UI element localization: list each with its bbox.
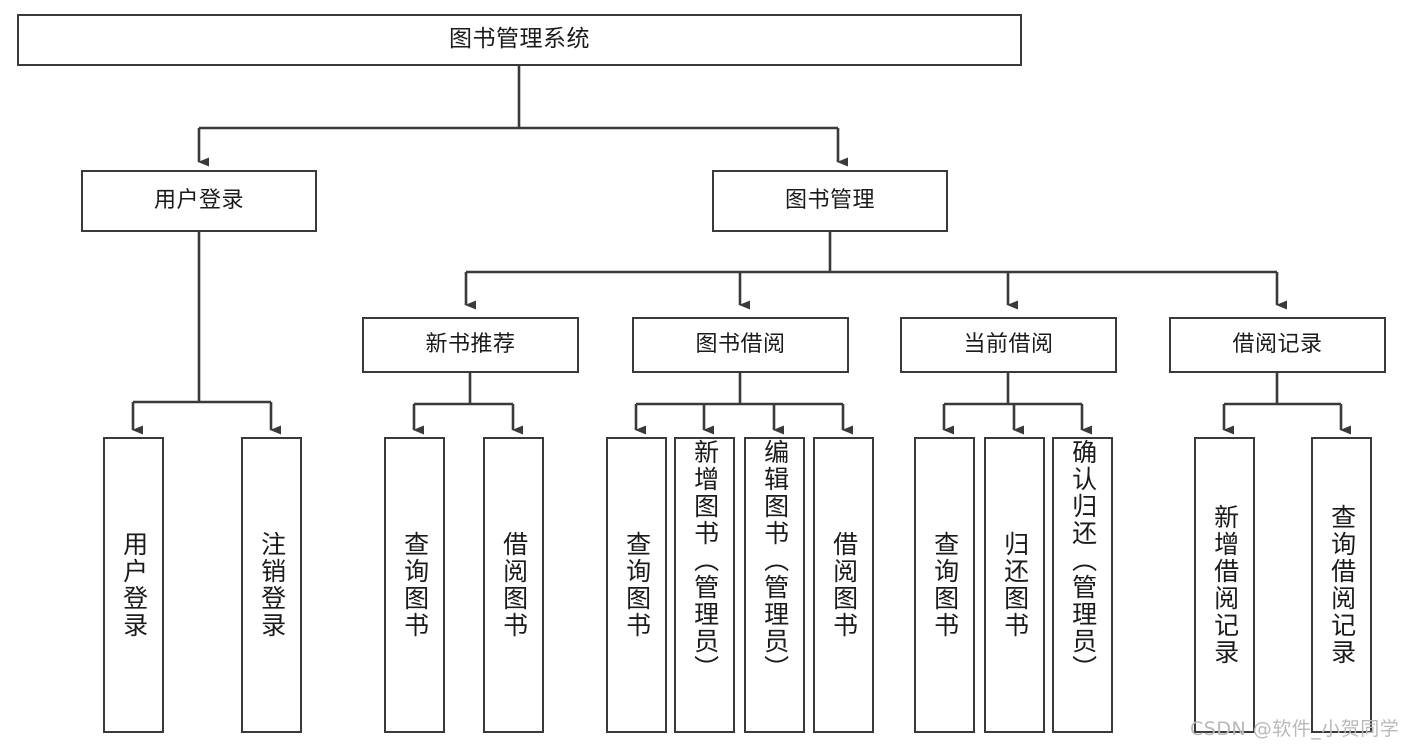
leaf-user-login-label: 用户登录 xyxy=(119,531,149,639)
node-book-borrow-label: 图书借阅 xyxy=(695,332,786,358)
leaf-query-book-1[interactable]: 查询图书 xyxy=(384,437,445,733)
node-borrow-record[interactable]: 借阅记录 xyxy=(1169,317,1386,373)
leaf-query-record[interactable]: 查询借阅记录 xyxy=(1311,437,1372,733)
leaf-return-book[interactable]: 归还图书 xyxy=(984,437,1045,733)
leaf-query-book-2[interactable]: 查询图书 xyxy=(606,437,667,733)
leaf-borrow-book-2-label: 借阅图书 xyxy=(829,531,859,639)
node-root-label: 图书管理系统 xyxy=(449,26,590,53)
leaf-query-book-2-label: 查询图书 xyxy=(622,531,652,639)
node-borrow-record-label: 借阅记录 xyxy=(1232,332,1323,358)
leaf-borrow-book-2[interactable]: 借阅图书 xyxy=(813,437,874,733)
leaf-query-book-3-label: 查询图书 xyxy=(930,531,960,639)
leaf-add-book[interactable]: 新增图书（管理员） xyxy=(674,437,735,733)
leaf-return-book-label: 归还图书 xyxy=(1000,531,1030,639)
watermark: CSDN @软件_小贺同学 xyxy=(1190,718,1400,740)
node-book-borrow[interactable]: 图书借阅 xyxy=(632,317,849,373)
node-book-management[interactable]: 图书管理 xyxy=(712,170,948,232)
node-new-book-recommend[interactable]: 新书推荐 xyxy=(362,317,579,373)
node-book-management-label: 图书管理 xyxy=(784,188,875,214)
node-current-borrow-label: 当前借阅 xyxy=(963,332,1054,358)
leaf-add-record[interactable]: 新增借阅记录 xyxy=(1194,437,1255,733)
leaf-confirm-return-label: 确认归还（管理员） xyxy=(1068,439,1098,682)
leaf-add-record-label: 新增借阅记录 xyxy=(1210,504,1240,666)
leaf-logout[interactable]: 注销登录 xyxy=(241,437,302,733)
node-current-borrow[interactable]: 当前借阅 xyxy=(900,317,1117,373)
node-user-login-label: 用户登录 xyxy=(153,188,244,214)
leaf-edit-book-label: 编辑图书（管理员） xyxy=(760,439,790,682)
node-new-book-recommend-label: 新书推荐 xyxy=(425,332,516,358)
leaf-query-record-label: 查询借阅记录 xyxy=(1327,504,1357,666)
node-root[interactable]: 图书管理系统 xyxy=(17,14,1022,66)
leaf-add-book-label: 新增图书（管理员） xyxy=(690,439,720,682)
leaf-logout-label: 注销登录 xyxy=(257,531,287,639)
leaf-user-login[interactable]: 用户登录 xyxy=(103,437,164,733)
leaf-query-book-3[interactable]: 查询图书 xyxy=(914,437,975,733)
leaf-borrow-book-1[interactable]: 借阅图书 xyxy=(483,437,544,733)
leaf-query-book-1-label: 查询图书 xyxy=(400,531,430,639)
leaf-borrow-book-1-label: 借阅图书 xyxy=(499,531,529,639)
leaf-confirm-return[interactable]: 确认归还（管理员） xyxy=(1052,437,1113,733)
leaf-edit-book[interactable]: 编辑图书（管理员） xyxy=(744,437,805,733)
node-user-login[interactable]: 用户登录 xyxy=(81,170,317,232)
